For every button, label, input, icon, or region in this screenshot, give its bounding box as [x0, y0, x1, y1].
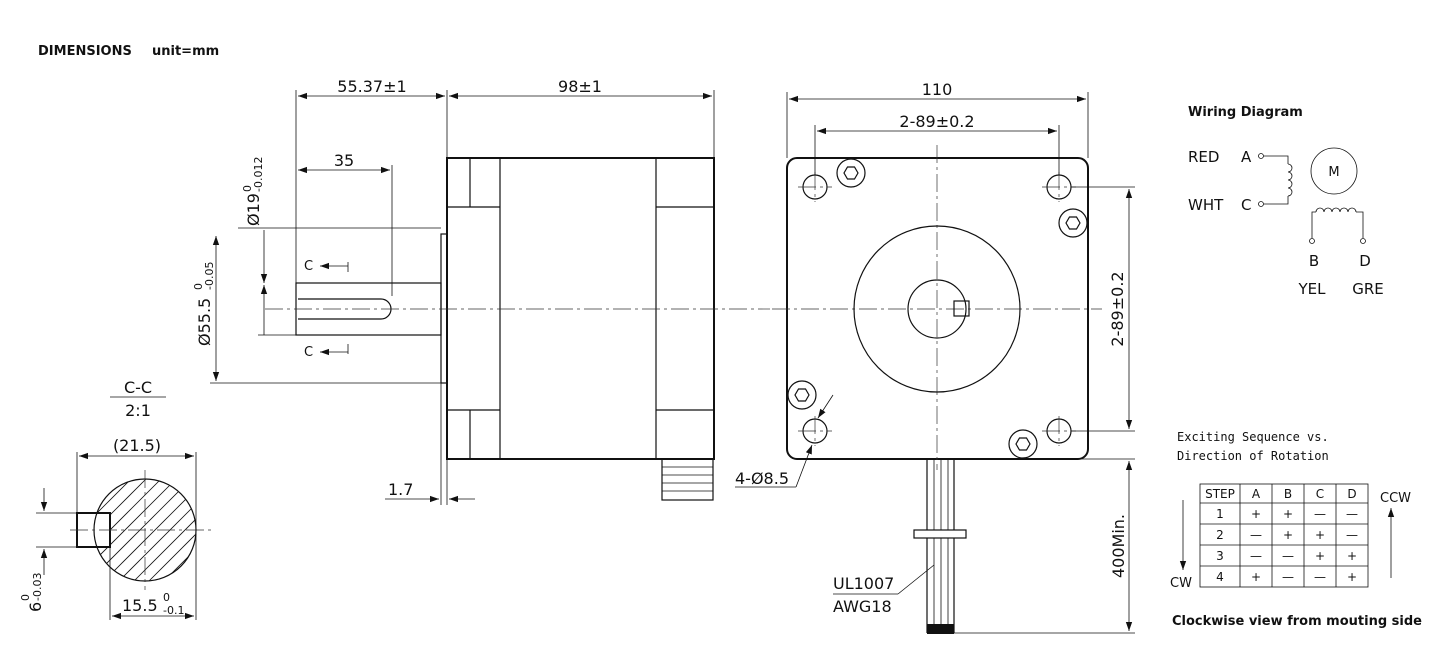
drawing-title: DIMENSIONS: [38, 44, 132, 59]
motor-label: M: [1328, 165, 1339, 180]
cw-label: CW: [1170, 576, 1192, 591]
table-cell: —: [1282, 549, 1294, 563]
table-header: B: [1284, 487, 1292, 501]
table-cell: 3: [1216, 549, 1224, 563]
wiring-diagram: Wiring Diagram RED A WHT C M B D YEL GRE: [1188, 105, 1384, 298]
side-view: C C 55.37±1 98±1 35 Ø19 0 -0.012 Ø55: [192, 77, 770, 505]
front-boss: [853, 225, 1021, 393]
section-dim-flat: 15.5: [122, 596, 158, 615]
coil-bd: [1315, 207, 1357, 213]
sequence-footer: Clockwise view from mouting side: [1172, 614, 1422, 629]
lead-wires: [913, 459, 967, 634]
table-cell: +: [1283, 528, 1293, 542]
table-cell: —: [1346, 507, 1358, 521]
hex-screw: [1058, 208, 1088, 238]
table-cell: —: [1314, 570, 1326, 584]
sequence-table: STEP A B C D 1 + + — — 2 — + + — 3 — — +…: [1199, 483, 1369, 588]
dim-boss-dia-tol-upper: 0: [192, 283, 205, 290]
dim-boss-thickness: 1.7: [388, 480, 413, 499]
dim-hole-spacing-h: 2-89±0.2: [899, 112, 974, 131]
wire-red-label: RED: [1188, 148, 1219, 166]
dim-shaft-35: 35: [334, 151, 354, 170]
section-dim-key: 6: [26, 602, 45, 612]
table-cell: 2: [1216, 528, 1224, 542]
front-shaft: [907, 279, 967, 339]
dim-shaft-dia-tol-upper: 0: [241, 185, 254, 192]
table-cell: +: [1315, 528, 1325, 542]
section-view: C-C 2:1: [19, 378, 212, 620]
wire-spec-ul: UL1007: [833, 574, 894, 593]
wire-gre-label: GRE: [1352, 280, 1384, 298]
table-cell: +: [1315, 549, 1325, 563]
motor-symbol: [1310, 147, 1358, 195]
table-header: C: [1316, 487, 1324, 501]
front-flange: [786, 157, 1089, 460]
term-a-label: A: [1241, 148, 1252, 166]
table-cell: —: [1346, 528, 1358, 542]
wire-yel-label: YEL: [1298, 280, 1327, 298]
sequence-title-2: Direction of Rotation: [1177, 449, 1329, 463]
table-cell: +: [1347, 549, 1357, 563]
section-dim-flat-tol-upper: 0: [163, 591, 170, 604]
sequence-section: Exciting Sequence vs. Direction of Rotat…: [1170, 430, 1422, 629]
table-cell: +: [1283, 507, 1293, 521]
table-header: D: [1347, 487, 1356, 501]
table-cell: —: [1250, 549, 1262, 563]
table-cell: +: [1347, 570, 1357, 584]
dim-front-width: 110: [922, 80, 953, 99]
coil-ac: [1287, 163, 1293, 197]
section-dim-width: (21.5): [113, 436, 161, 455]
wiring-title: Wiring Diagram: [1188, 105, 1303, 120]
unit-label: unit=mm: [152, 44, 219, 59]
term-c-label: C: [1241, 196, 1251, 214]
section-scale: 2:1: [125, 401, 151, 420]
dim-mount-holes: 4-Ø8.5: [735, 469, 789, 488]
dim-boss-dia: Ø55.5: [195, 298, 214, 346]
hex-screw: [787, 380, 817, 410]
section-dim-flat-tol-lower: -0.1: [163, 604, 184, 617]
dim-shaft-dia-tol-lower: -0.012: [252, 157, 265, 192]
shaft-key: [953, 300, 970, 317]
section-marker-top: C: [304, 259, 313, 274]
dim-boss-dia-tol-lower: -0.05: [203, 262, 216, 290]
table-header: STEP: [1205, 487, 1235, 501]
table-cell: —: [1314, 507, 1326, 521]
section-dim-key-tol-upper: 0: [19, 594, 32, 601]
section-title: C-C: [124, 378, 152, 397]
hex-screw: [1008, 429, 1038, 459]
ccw-label: CCW: [1380, 491, 1411, 506]
table-cell: —: [1282, 570, 1294, 584]
dim-shaft-dia: Ø19: [244, 193, 263, 226]
wire-spec-awg: AWG18: [833, 597, 892, 616]
hex-screw: [836, 158, 866, 188]
dim-lead-length: 400Min.: [1109, 514, 1128, 578]
section-marker-bottom: C: [304, 345, 313, 360]
table-header: A: [1252, 487, 1261, 501]
table-cell: 1: [1216, 507, 1224, 521]
dim-body-length: 98±1: [558, 77, 602, 96]
wire-wht-label: WHT: [1188, 196, 1224, 214]
sequence-title-1: Exciting Sequence vs.: [1177, 430, 1329, 444]
term-b-label: B: [1309, 252, 1319, 270]
term-d-label: D: [1359, 252, 1371, 270]
table-cell: +: [1251, 507, 1261, 521]
front-view: 110 2-89±0.2 2-89±0.2 400Min. 4-Ø8.5 UL1…: [735, 80, 1135, 634]
dim-hole-spacing-v: 2-89±0.2: [1108, 271, 1127, 346]
table-cell: +: [1251, 570, 1261, 584]
section-dim-key-tol-lower: -0.03: [31, 573, 44, 601]
motor-body: [446, 157, 715, 460]
table-cell: —: [1250, 528, 1262, 542]
dim-shaft-total: 55.37±1: [337, 77, 406, 96]
table-cell: 4: [1216, 570, 1224, 584]
